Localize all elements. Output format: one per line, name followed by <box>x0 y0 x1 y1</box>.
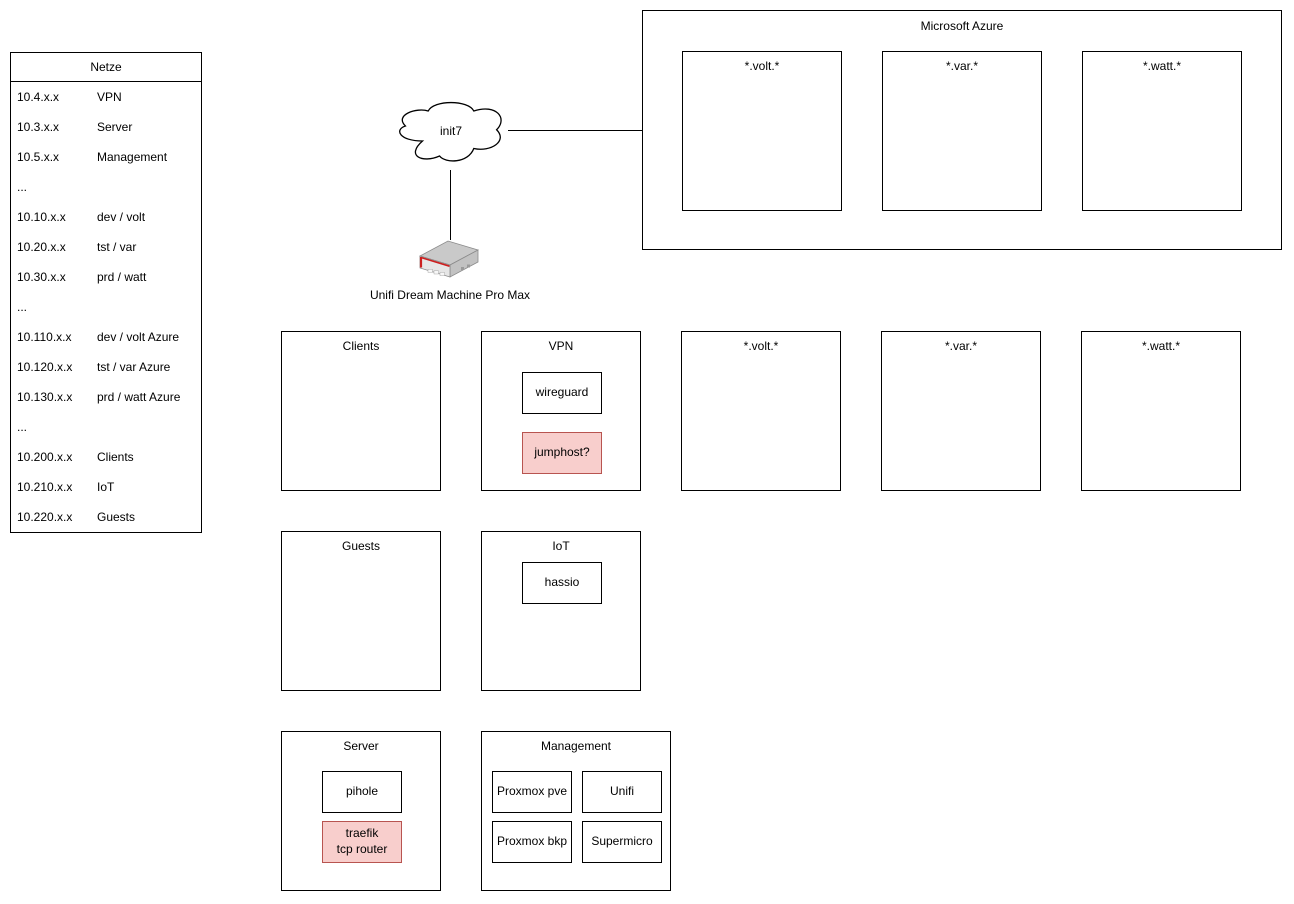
netze-row: 10.3.x.x Server <box>11 112 201 142</box>
netze-row: 10.30.x.x prd / watt <box>11 262 201 292</box>
network-box-vpn: VPN wireguard jumphost? <box>481 331 641 491</box>
router-label: Unifi Dream Machine Pro Max <box>369 288 531 302</box>
network-box-management: Management Proxmox pve Unifi Proxmox bkp… <box>481 731 671 891</box>
netze-cell-ip: 10.4.x.x <box>17 90 60 104</box>
node-proxmox-bkp: Proxmox bkp <box>492 821 572 863</box>
netze-cell-ip: 10.200.x.x <box>17 450 73 464</box>
netze-cell-ip: ... <box>17 180 28 194</box>
netze-row: 10.10.x.x dev / volt <box>11 202 201 232</box>
network-box-management-label: Management <box>540 739 612 753</box>
node-wireguard: wireguard <box>522 372 602 414</box>
netze-cell-ip: 10.220.x.x <box>17 510 73 524</box>
netze-row: 10.220.x.x Guests <box>11 502 201 532</box>
network-box-var: *.var.* <box>881 331 1041 491</box>
netze-cell-ip: 10.130.x.x <box>17 390 73 404</box>
network-box-guests: Guests <box>281 531 441 691</box>
netze-cell-name: tst / var Azure <box>97 360 171 374</box>
node-pihole: pihole <box>322 771 402 813</box>
netze-cell-ip: 10.110.x.x <box>17 330 72 344</box>
azure-box-var-label: *.var.* <box>945 59 978 73</box>
internet-label: init7 <box>439 124 462 138</box>
netze-cell-ip: 10.30.x.x <box>17 270 66 284</box>
network-box-iot-label: IoT <box>552 539 570 553</box>
netze-cell-ip: ... <box>17 420 28 434</box>
netze-row: 10.210.x.x IoT <box>11 472 201 502</box>
netze-cell-ip: 10.5.x.x <box>17 150 60 164</box>
netze-cell-ip: 10.210.x.x <box>17 480 73 494</box>
network-box-clients: Clients <box>281 331 441 491</box>
network-box-guests-label: Guests <box>341 539 380 553</box>
network-box-iot: IoT hassio <box>481 531 641 691</box>
network-box-server-label: Server <box>343 739 379 753</box>
netze-row: 10.20.x.x tst / var <box>11 232 201 262</box>
netze-cell-ip: 10.20.x.x <box>17 240 66 254</box>
network-box-watt-label: *.watt.* <box>1141 339 1180 353</box>
netze-cell-name: dev / volt Azure <box>97 330 180 344</box>
netze-cell-name: Server <box>97 120 133 134</box>
connector-internet-to-azure <box>508 130 642 131</box>
azure-box-volt-label: *.volt.* <box>744 59 780 73</box>
network-box-volt: *.volt.* <box>681 331 841 491</box>
node-traefik-tcp-router: traefik tcp router <box>322 821 402 863</box>
azure-box-volt: *.volt.* <box>682 51 842 211</box>
azure-box-watt: *.watt.* <box>1082 51 1242 211</box>
netze-row: 10.130.x.x prd / watt Azure <box>11 382 201 412</box>
azure-container: Microsoft Azure *.volt.* *.var.* *.watt.… <box>642 10 1282 250</box>
netze-table: Netze 10.4.x.x VPN 10.3.x.x Server 10.5.x.… <box>10 52 202 533</box>
netze-cell-ip: 10.120.x.x <box>17 360 73 374</box>
netze-row: 10.120.x.x tst / var Azure <box>11 352 201 382</box>
router-icon <box>418 240 480 278</box>
netze-cell-ip: 10.3.x.x <box>17 120 60 134</box>
internet-cloud-icon <box>399 101 502 162</box>
azure-box-var: *.var.* <box>882 51 1042 211</box>
azure-title: Microsoft Azure <box>920 19 1004 33</box>
netze-cell-name: Management <box>97 150 168 164</box>
network-box-watt: *.watt.* <box>1081 331 1241 491</box>
node-unifi: Unifi <box>582 771 662 813</box>
network-box-volt-label: *.volt.* <box>743 339 779 353</box>
netze-cell-name: prd / watt <box>97 270 147 284</box>
netze-cell-name: prd / watt Azure <box>97 390 181 404</box>
node-proxmox-pve: Proxmox pve <box>492 771 572 813</box>
network-box-vpn-label: VPN <box>548 339 574 353</box>
netze-row: 10.110.x.x dev / volt Azure <box>11 322 201 352</box>
azure-box-watt-label: *.watt.* <box>1142 59 1181 73</box>
netze-row: ... <box>11 172 201 202</box>
netze-cell-name: Clients <box>97 450 134 464</box>
netze-cell-ip: ... <box>17 300 28 314</box>
netze-row: 10.200.x.x Clients <box>11 442 201 472</box>
network-box-var-label: *.var.* <box>944 339 977 353</box>
node-hassio: hassio <box>522 562 602 604</box>
netze-cell-ip: 10.10.x.x <box>17 210 66 224</box>
node-jumphost: jumphost? <box>522 432 602 474</box>
network-box-server: Server pihole traefik tcp router <box>281 731 441 891</box>
netze-table-title: Netze <box>11 53 201 82</box>
netze-cell-name: Guests <box>97 510 136 524</box>
netze-cell-name: tst / var <box>97 240 137 254</box>
netze-row: 10.5.x.x Management <box>11 142 201 172</box>
netze-cell-name: dev / volt <box>97 210 146 224</box>
node-supermicro: Supermicro <box>582 821 662 863</box>
connector-internet-to-router <box>450 170 451 240</box>
netze-table-body: 10.4.x.x VPN 10.3.x.x Server 10.5.x.x Manag… <box>11 82 201 532</box>
netze-row: ... <box>11 412 201 442</box>
netze-cell-name: IoT <box>97 480 115 494</box>
netze-cell-name: VPN <box>97 90 122 104</box>
network-box-clients-label: Clients <box>342 339 380 353</box>
netze-row: ... <box>11 292 201 322</box>
netze-row: 10.4.x.x VPN <box>11 82 201 112</box>
